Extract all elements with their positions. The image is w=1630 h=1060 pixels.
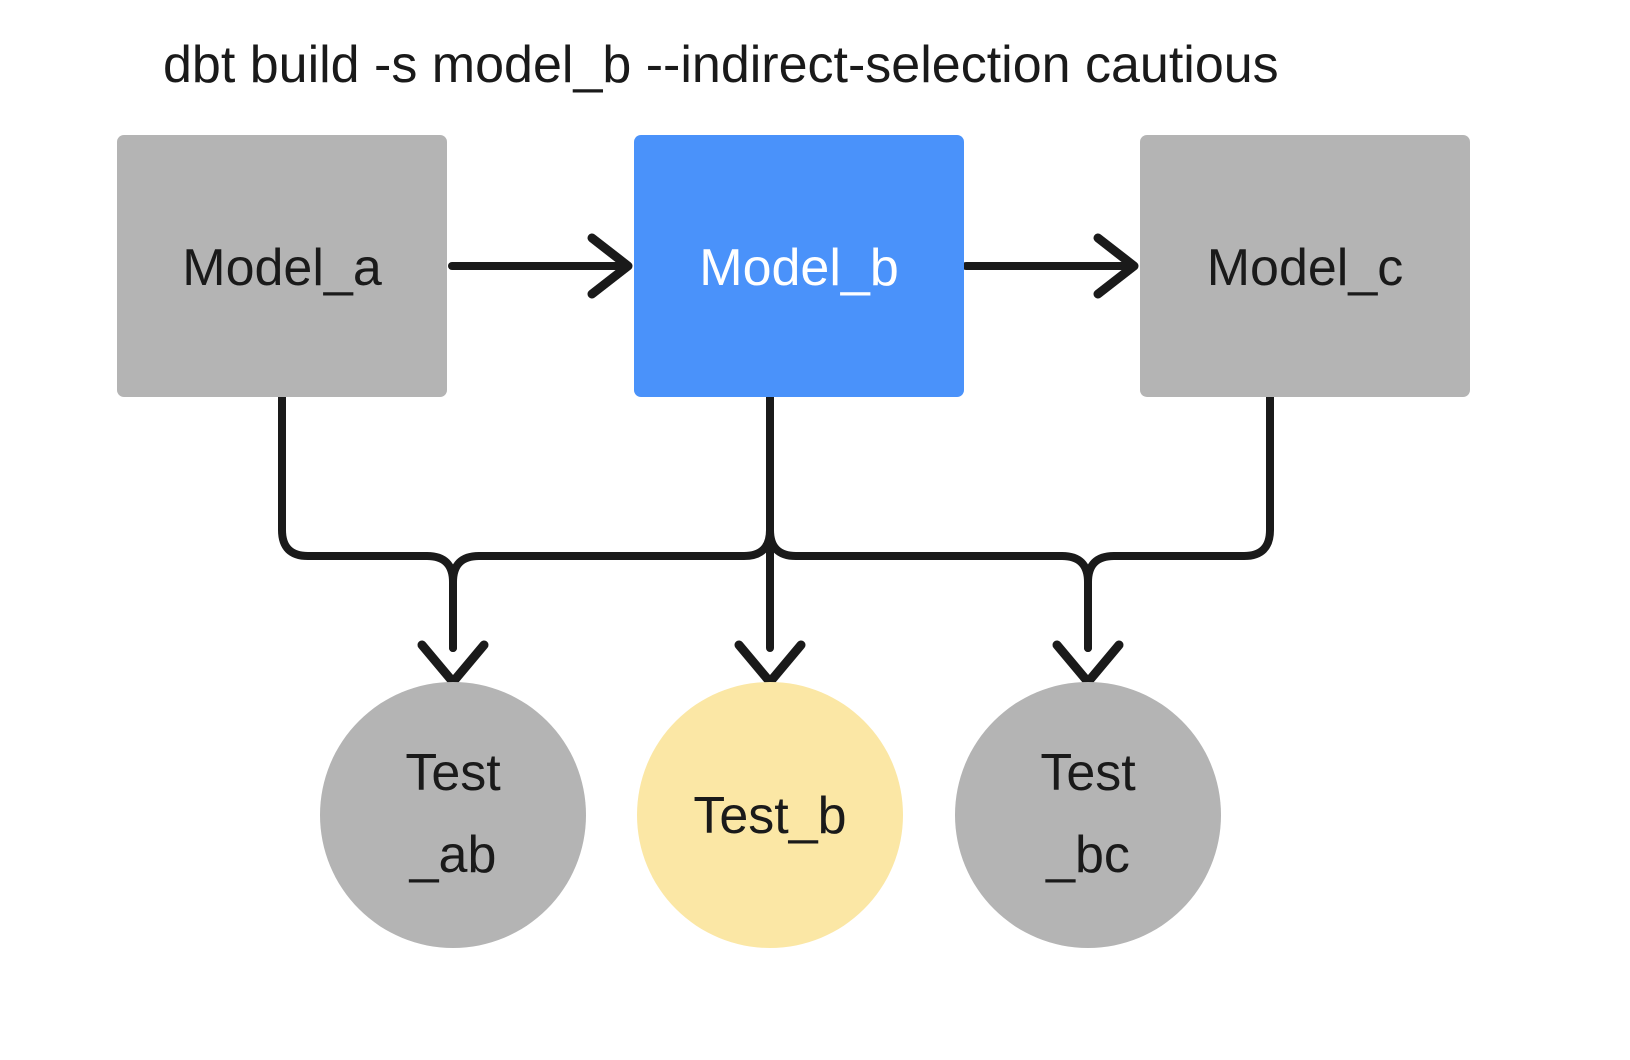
test-b-circle[interactable] bbox=[637, 682, 903, 948]
node-model-a[interactable]: Model_a bbox=[117, 135, 447, 397]
edge-layer bbox=[278, 233, 1274, 687]
node-test-ab[interactable]: Test _ab bbox=[320, 682, 586, 948]
edge-model-c-to-test-bc bbox=[1084, 393, 1274, 652]
model-c-label: Model_c bbox=[1207, 239, 1404, 297]
model-a-label: Model_a bbox=[182, 239, 382, 297]
model-a-box[interactable] bbox=[117, 135, 447, 397]
model-nodes-layer: Model_a Model_b Model_c bbox=[117, 135, 1470, 397]
node-model-c[interactable]: Model_c bbox=[1140, 135, 1470, 397]
test-ab-label-line2: _ab bbox=[409, 826, 497, 884]
edge-model-a-to-model-b bbox=[448, 233, 633, 299]
edge-model-a-to-test-ab bbox=[278, 393, 457, 652]
model-c-box[interactable] bbox=[1140, 135, 1470, 397]
model-b-box[interactable] bbox=[634, 135, 964, 397]
test-ab-circle[interactable] bbox=[320, 682, 586, 948]
node-model-b[interactable]: Model_b bbox=[634, 135, 964, 397]
edge-model-b-to-model-c bbox=[962, 233, 1139, 299]
edge-model-b-to-test-ab bbox=[449, 393, 774, 652]
node-test-bc[interactable]: Test _bc bbox=[955, 682, 1221, 948]
page-title: dbt build -s model_b --indirect-selectio… bbox=[163, 36, 1279, 94]
test-nodes-layer: Test _ab Test_b Test _bc bbox=[320, 682, 1221, 948]
node-test-b[interactable]: Test_b bbox=[637, 682, 903, 948]
test-ab-label-line1: Test bbox=[405, 744, 501, 802]
test-b-label-line1: Test_b bbox=[693, 787, 846, 845]
model-b-label: Model_b bbox=[699, 239, 898, 297]
edge-model-b-to-test-bc bbox=[766, 393, 1092, 652]
test-bc-label-line1: Test bbox=[1040, 744, 1136, 802]
test-bc-label-line2: _bc bbox=[1045, 826, 1130, 884]
test-bc-circle[interactable] bbox=[955, 682, 1221, 948]
